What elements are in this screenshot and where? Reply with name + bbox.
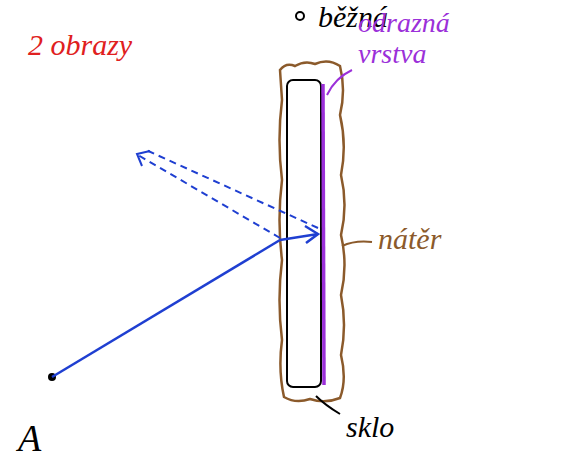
bullet-dot [296,12,304,20]
layer-label: nátěr [378,222,441,255]
leader-line [327,70,352,95]
arrow-head [305,226,318,243]
coating-layer [280,61,345,401]
layer-label: odrazná vrstva [358,8,498,70]
reflected-ray [138,155,280,238]
arrow-head [137,151,150,166]
leader-line [342,242,372,247]
glass-pane [287,80,321,387]
layer-label: sklo [346,410,394,443]
image-count-label: 2 obrazy [28,28,132,61]
reflective-layer [323,84,324,385]
leader-line [316,396,340,414]
reflected-ray [146,150,318,228]
point-label: A [18,418,41,460]
incident-ray [52,240,280,377]
